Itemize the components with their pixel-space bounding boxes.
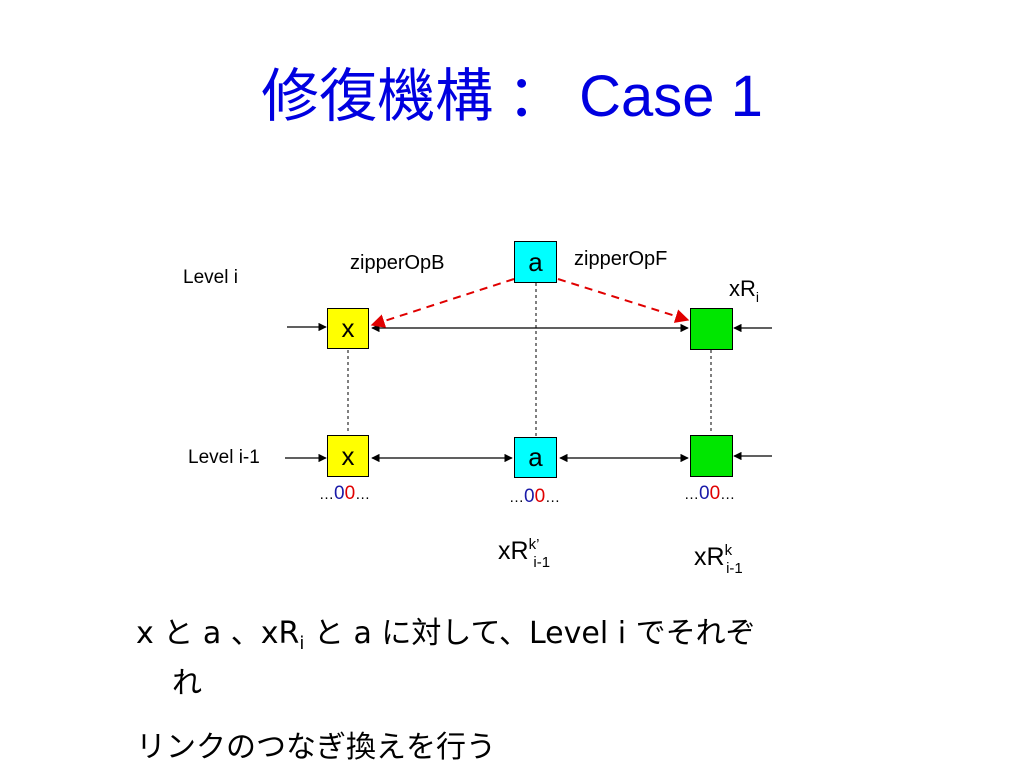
bullet-line-1-sub: i xyxy=(299,633,305,654)
xr-k-base: xR xyxy=(694,543,725,571)
level-i-minus-1-label: Level i-1 xyxy=(188,447,260,468)
id-a-ellipsis-right: … xyxy=(545,489,561,506)
id-x-digit-red: 0 xyxy=(344,483,356,504)
title-main: 修復機構 xyxy=(261,62,494,130)
id-a-digit-red: 0 xyxy=(534,486,546,507)
xr-i-label: xRi xyxy=(729,276,759,305)
xr-i-base: xR xyxy=(729,276,756,301)
xr-k-label: xRki-1 xyxy=(694,542,743,577)
xr-k-prime-sup: k’ xyxy=(528,536,540,553)
bullet-line-2: れ xyxy=(172,666,202,701)
xr-k-prime-base: xR xyxy=(498,537,529,565)
node-x-bottom: x xyxy=(327,435,369,477)
title-separator: ： xyxy=(507,64,566,129)
node-green-bottom xyxy=(690,435,733,477)
zipper-arrow-f xyxy=(557,278,690,323)
bullet-line-1-part-b: と a に対して、Level i でそれぞ xyxy=(304,616,756,651)
xr-i-sub: i xyxy=(755,289,760,305)
zipper-arrow-b xyxy=(370,278,515,328)
xr-k-sub: i-1 xyxy=(726,560,743,577)
xr-k-sup: k xyxy=(724,542,733,559)
id-a: …00… xyxy=(509,486,560,508)
xr-k-prime-label: xRk’i-1 xyxy=(498,536,550,571)
bullet-line-3: リンクのつなぎ換えを行う xyxy=(136,730,496,765)
node-a-top: a xyxy=(514,241,557,283)
node-green-top xyxy=(690,308,733,350)
page-title: 修復機構：Case 1 xyxy=(0,56,1024,137)
id-green-digit-red: 0 xyxy=(709,483,721,504)
id-green: …00… xyxy=(684,483,735,505)
id-x-ellipsis-right: … xyxy=(355,486,371,503)
node-a-bottom: a xyxy=(514,437,557,478)
id-green-ellipsis-right: … xyxy=(720,486,736,503)
zipper-op-b-label: zipperOpB xyxy=(350,252,445,274)
id-a-ellipsis-left: … xyxy=(509,489,524,506)
id-a-digit-blue: 0 xyxy=(524,486,535,507)
id-green-digit-blue: 0 xyxy=(699,483,710,504)
id-x: …00… xyxy=(319,483,370,505)
id-x-ellipsis-left: … xyxy=(319,486,334,503)
id-green-ellipsis-left: … xyxy=(684,486,699,503)
bullet-line-1: x と a 、xRi と a に対して、Level i でそれぞ xyxy=(136,612,756,666)
id-x-digit-blue: 0 xyxy=(334,483,345,504)
title-case: Case 1 xyxy=(579,64,763,129)
level-i-label: Level i xyxy=(183,267,238,288)
node-x-top: x xyxy=(327,308,369,349)
xr-k-prime-sub: i-1 xyxy=(533,554,551,571)
zipper-op-f-label: zipperOpF xyxy=(574,248,668,270)
bullet-line-1-part-a: x と a 、xR xyxy=(136,616,300,651)
